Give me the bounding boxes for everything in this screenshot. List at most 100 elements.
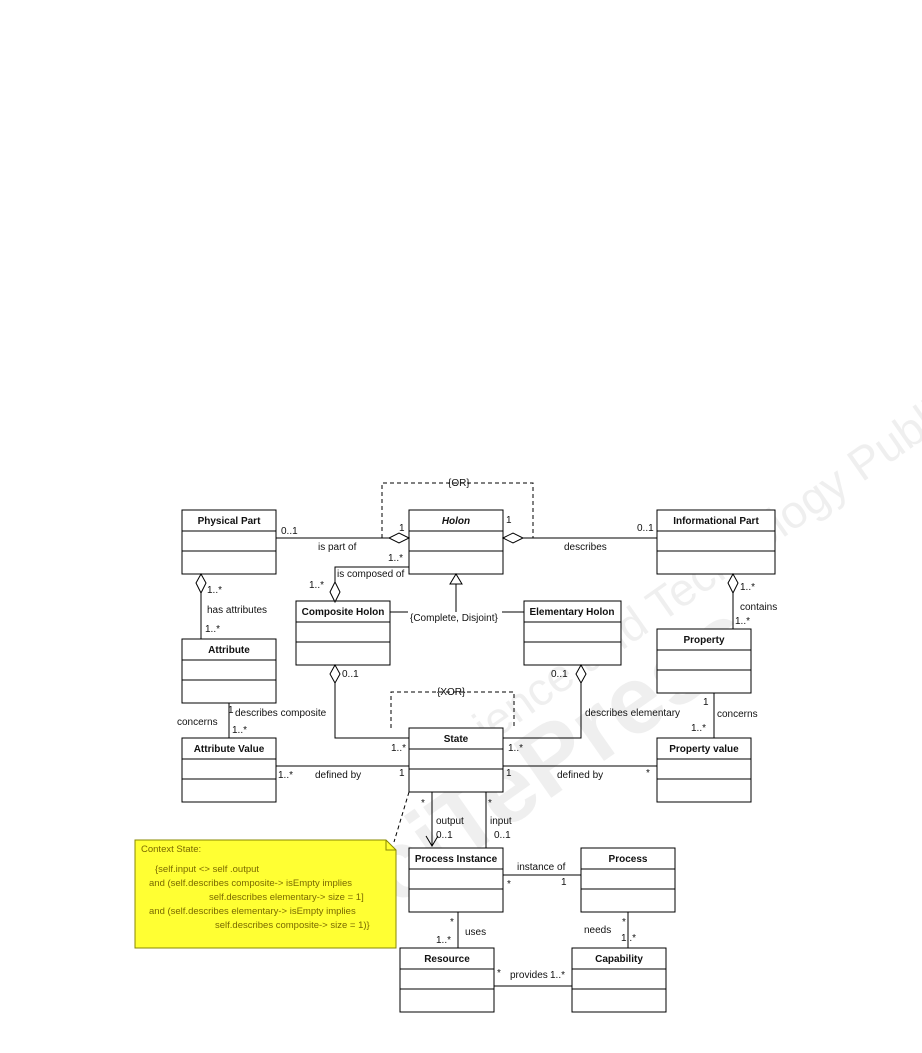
label-describes-elementary: describes elementary bbox=[585, 708, 680, 719]
mult-comp-state: 0..1 bbox=[342, 669, 359, 680]
context-state-note: Context State: {self.input <> self .outp… bbox=[134, 839, 397, 949]
class-name-state: State bbox=[444, 734, 469, 745]
class-name-property-value: Property value bbox=[669, 744, 739, 755]
mult-out-pi: 0..1 bbox=[436, 830, 453, 841]
aggregation-diamond-physical-part bbox=[195, 572, 207, 595]
generalization-triangle bbox=[449, 573, 463, 585]
mult-out-state: * bbox=[421, 798, 425, 809]
label-is-part-of: is part of bbox=[318, 542, 357, 553]
mult-res-cap-cap: 1..* bbox=[550, 970, 565, 981]
output-arrowhead bbox=[425, 835, 439, 847]
mult-info-prop-prop: 1..* bbox=[735, 616, 750, 627]
class-composite-holon[interactable] bbox=[295, 600, 391, 666]
mult-res-cap-res: * bbox=[497, 968, 501, 979]
label-provides: provides bbox=[510, 970, 548, 981]
mult-info-prop-info: 1..* bbox=[740, 582, 755, 593]
class-informational-part[interactable] bbox=[656, 509, 776, 575]
mult-pp-attr-attr: 1..* bbox=[205, 624, 220, 635]
mult-proc-cap-cap: 1..* bbox=[621, 933, 636, 944]
xor-constraint-label: {XOR} bbox=[437, 687, 466, 698]
class-holon[interactable] bbox=[408, 509, 504, 575]
mult-pi-res-res: 1..* bbox=[436, 935, 451, 946]
label-defined-by-right: defined by bbox=[557, 770, 603, 781]
mult-proc-cap-proc: * bbox=[622, 917, 626, 928]
mult-state-elem: 1..* bbox=[508, 743, 523, 754]
note-anchor-line bbox=[393, 791, 410, 843]
mult-in-state: * bbox=[488, 798, 492, 809]
mult-prop-pv-pv: 1..* bbox=[691, 723, 706, 734]
label-concerns-right: concerns bbox=[717, 709, 758, 720]
class-name-resource: Resource bbox=[424, 954, 470, 965]
class-process[interactable] bbox=[580, 847, 676, 913]
note-line-2: {self.input <> self .output bbox=[155, 864, 259, 875]
class-name-property: Property bbox=[683, 635, 725, 646]
mult-state-comp: 1..* bbox=[391, 743, 406, 754]
aggregation-diamond-composite-bottom bbox=[329, 663, 341, 685]
label-describes-composite: describes composite bbox=[235, 708, 327, 719]
mult-pp-holon-pp: 0..1 bbox=[281, 526, 298, 537]
assoc-describes-elementary bbox=[503, 683, 582, 739]
class-name-composite-holon: Composite Holon bbox=[302, 607, 385, 618]
mult-holon-comp-holon: 1..* bbox=[388, 553, 403, 564]
label-has-attributes: has attributes bbox=[207, 605, 267, 616]
mult-attr-av-av: 1..* bbox=[232, 725, 247, 736]
or-constraint-bracket bbox=[381, 482, 534, 539]
class-name-process: Process bbox=[609, 854, 648, 865]
complete-disjoint-label: {Complete, Disjoint} bbox=[410, 613, 498, 624]
label-needs: needs bbox=[584, 925, 611, 936]
or-constraint-label: {OR} bbox=[448, 478, 470, 489]
class-name-attribute: Attribute bbox=[208, 645, 250, 656]
note-line-1: Context State: bbox=[141, 844, 201, 855]
class-property-value[interactable] bbox=[656, 737, 752, 803]
aggregation-diamond-holon-right bbox=[501, 532, 525, 544]
class-name-informational-part: Informational Part bbox=[673, 516, 759, 527]
mult-elem-state: 0..1 bbox=[551, 669, 568, 680]
mult-holon-comp-comp: 1..* bbox=[309, 580, 324, 591]
aggregation-diamond-informational-part bbox=[727, 572, 739, 595]
class-process-instance[interactable] bbox=[408, 847, 504, 913]
class-name-elementary-holon: Elementary Holon bbox=[529, 607, 614, 618]
label-concerns-left: concerns bbox=[177, 717, 218, 728]
note-line-4: self.describes elementary-> size = 1] bbox=[209, 892, 364, 903]
label-describes: describes bbox=[564, 542, 607, 553]
class-capability[interactable] bbox=[571, 947, 667, 1013]
label-is-composed-of: is composed of bbox=[337, 569, 404, 580]
note-line-3: and (self.describes composite-> isEmpty … bbox=[149, 878, 352, 889]
aggregation-diamond-elementary bbox=[575, 663, 587, 685]
mult-holon-info-info: 0..1 bbox=[637, 523, 654, 534]
mult-state-pv-pv: * bbox=[646, 768, 650, 779]
aggregation-diamond-composite-top bbox=[329, 580, 341, 604]
class-attribute[interactable] bbox=[181, 638, 277, 704]
class-name-attribute-value: Attribute Value bbox=[194, 744, 265, 755]
mult-in-pi: 0..1 bbox=[494, 830, 511, 841]
class-name-process-instance: Process Instance bbox=[415, 854, 498, 865]
mult-pp-holon-holon: 1 bbox=[399, 523, 405, 534]
note-line-6: self.describes composite-> size = 1)} bbox=[215, 920, 370, 931]
class-attribute-value[interactable] bbox=[181, 737, 277, 803]
class-property[interactable] bbox=[656, 628, 752, 694]
class-resource[interactable] bbox=[399, 947, 495, 1013]
note-line-5: and (self.describes elementary-> isEmpty… bbox=[149, 906, 356, 917]
class-name-capability: Capability bbox=[595, 954, 643, 965]
label-input: input bbox=[490, 816, 512, 827]
class-name-physical-part: Physical Part bbox=[198, 516, 261, 527]
assoc-describes-composite bbox=[334, 683, 409, 739]
mult-av-state-state: 1 bbox=[399, 768, 405, 779]
mult-attr-av-attr: 1 bbox=[228, 705, 234, 716]
mult-pi-res-pi: * bbox=[450, 917, 454, 928]
label-output: output bbox=[436, 816, 464, 827]
label-uses: uses bbox=[465, 927, 486, 938]
aggregation-diamond-holon-left bbox=[387, 532, 411, 544]
mult-pi-process-process: 1 bbox=[561, 877, 567, 888]
class-state[interactable] bbox=[408, 727, 504, 793]
assoc-is-composed-of bbox=[334, 566, 409, 582]
label-instance-of: instance of bbox=[517, 862, 566, 873]
xor-constraint-bracket bbox=[390, 691, 515, 728]
class-name-holon: Holon bbox=[442, 516, 470, 527]
mult-pi-process-pi: * bbox=[507, 879, 511, 890]
label-defined-by-left: defined by bbox=[315, 770, 361, 781]
mult-prop-pv-prop: 1 bbox=[703, 697, 709, 708]
class-physical-part[interactable] bbox=[181, 509, 277, 575]
class-elementary-holon[interactable] bbox=[523, 600, 622, 666]
